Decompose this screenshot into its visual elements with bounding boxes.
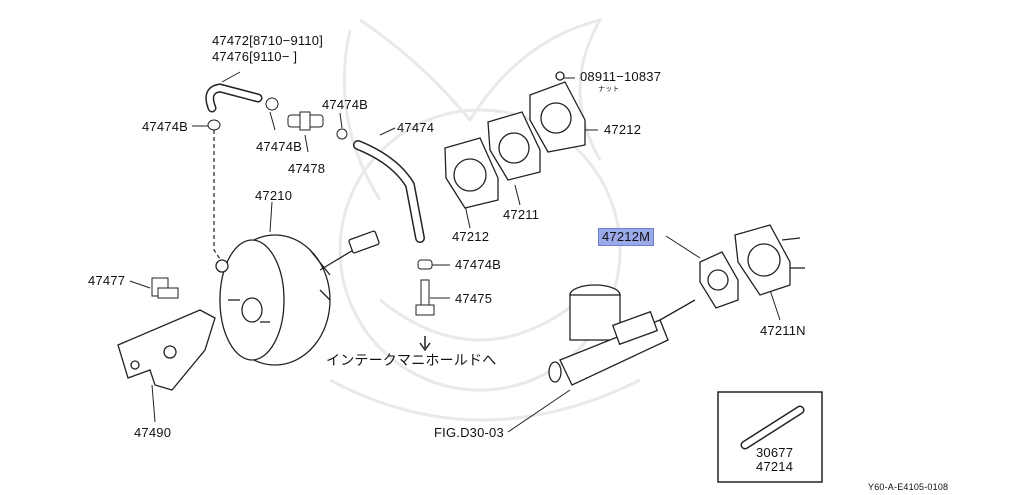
label-47475: 47475 (455, 291, 493, 306)
valve-47477 (151, 277, 179, 299)
gaskets-47212-47211 (444, 71, 586, 209)
label-47474b-hose: 47474B (455, 257, 502, 272)
label-47210: 47210 (255, 188, 293, 203)
gasket-47212m (699, 251, 739, 309)
label-fig-d30-03: FIG.D30-03 (434, 425, 504, 440)
label-47478: 47478 (288, 161, 326, 176)
label-08911-10837: 08911−10837 (580, 69, 662, 84)
label-30677: 30677 (756, 445, 794, 460)
tube-30677 (740, 405, 805, 450)
bracket-47490 (117, 309, 216, 391)
check-valve-47478 (265, 97, 348, 140)
label-47474b-mid: 47474B (256, 139, 303, 154)
inset-box (717, 391, 823, 483)
brake-booster-47210 (215, 230, 380, 366)
label-47214: 47214 (756, 459, 794, 474)
label-47211n: 47211N (760, 323, 806, 338)
label-47472: 47472[8710−9110] (212, 33, 324, 48)
fitting-47475 (415, 259, 435, 352)
label-47474b-top: 47474B (322, 97, 369, 112)
label-47477: 47477 (88, 273, 126, 288)
label-47474: 47474 (397, 120, 435, 135)
clamp-47474b-left (207, 119, 221, 131)
label-47476: 47476[9110− ] (212, 49, 298, 64)
document-code: Y60-A-E4105-0108 (868, 482, 949, 492)
label-47490: 47490 (134, 425, 172, 440)
flange-47211n (734, 224, 805, 296)
vacuum-line-dashed (213, 130, 223, 263)
label-47212m-highlighted[interactable]: 47212M (598, 228, 655, 246)
label-47212-mid: 47212 (452, 229, 490, 244)
label-47211: 47211 (503, 207, 540, 222)
watermark-emblem (329, 17, 641, 422)
master-cylinder (548, 284, 696, 386)
label-intake-manifold: インテークマニホールドへ (326, 352, 497, 368)
label-47474b-left: 47474B (142, 119, 189, 134)
label-nut: ナット (598, 86, 620, 93)
leader-lines (129, 71, 781, 433)
label-47212-top: 47212 (604, 122, 642, 137)
